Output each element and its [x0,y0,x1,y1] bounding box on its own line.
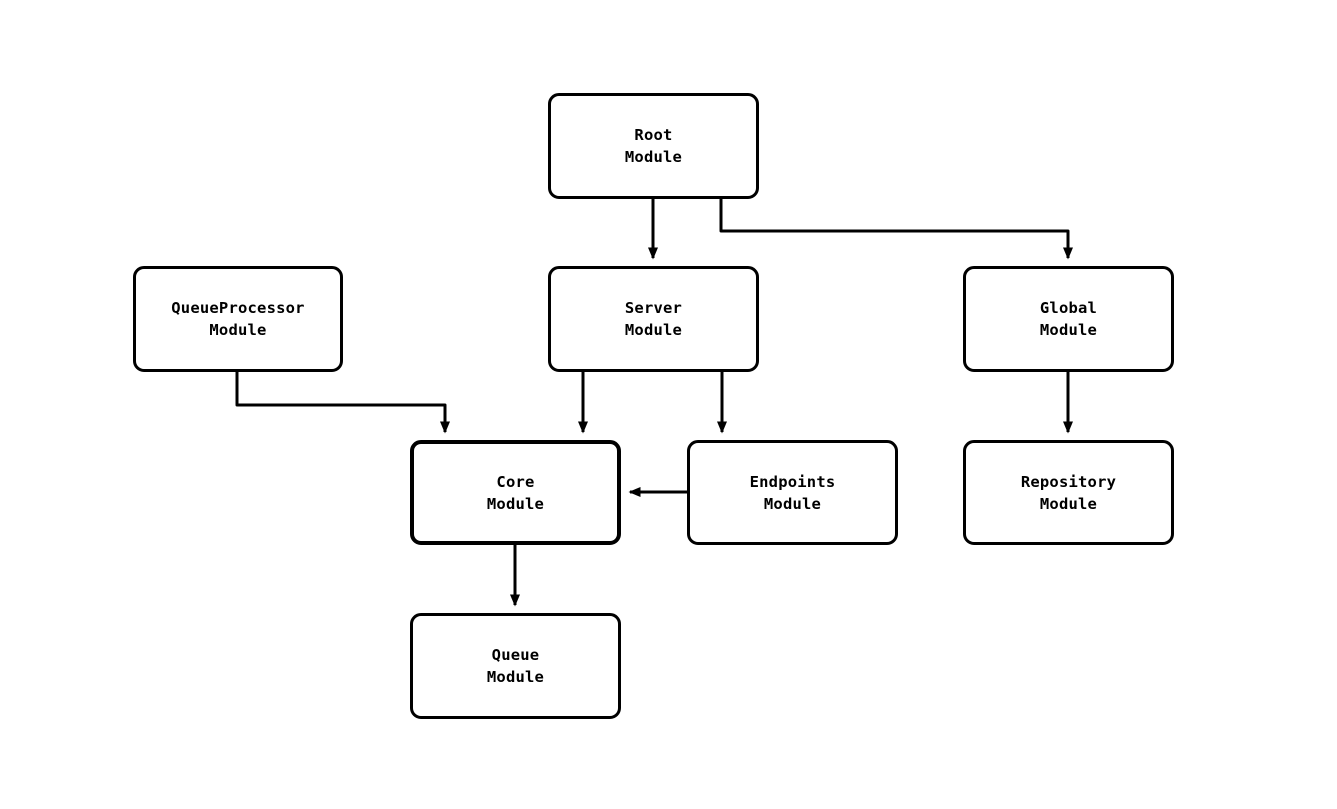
edge-root-global [719,199,1073,260]
node-label-name: Root [634,126,673,144]
node-label-kind: Module [624,321,683,339]
edge-queueprocessor-core [235,372,450,434]
node-label-name: Server [624,299,683,317]
node-label-kind: Module [209,321,267,339]
node-label-name: Queue [491,646,540,664]
node-label-name: Endpoints [749,472,836,491]
node-label-kind: Module [763,494,822,513]
node-label-name: Core [496,472,535,491]
node-label-kind: Module [486,668,545,686]
node-label-kind: Module [1039,321,1098,339]
node-label-kind: Module [624,148,683,166]
node-label-kind: Module [486,494,545,513]
node-label-name: Repository [1020,472,1117,491]
node-label-name: Global [1039,299,1098,317]
node-label-name: QueueProcessor [171,299,305,317]
node-label-kind: Module [1039,494,1098,513]
